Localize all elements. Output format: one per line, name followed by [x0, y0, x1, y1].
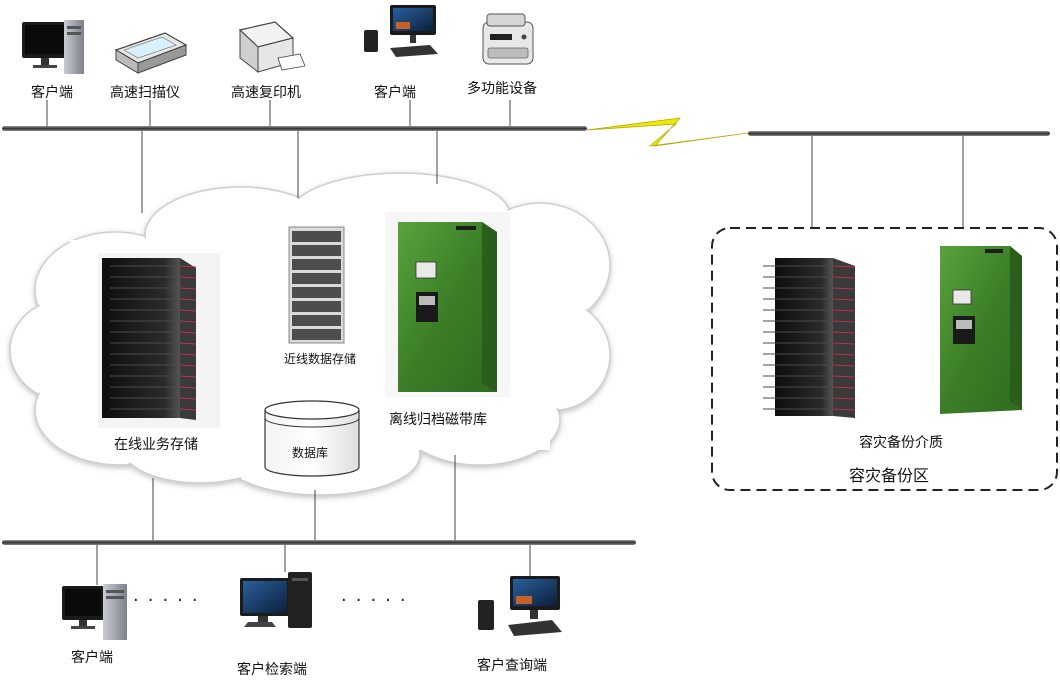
multifunction-printer-icon: [482, 13, 534, 65]
rack-unit-trim: [832, 408, 856, 411]
desktop-computer-icon: [22, 20, 84, 74]
rack-unit-trim: [832, 320, 856, 323]
ellipsis-separator: ·····: [133, 590, 207, 611]
rack-unit-trim: [179, 386, 197, 389]
rack-unit-trim: [179, 298, 197, 301]
retrieval-client-label: 客户检索端: [237, 662, 307, 678]
backup-tape-library-icon: [940, 246, 1022, 414]
bottom-device-connectors: [96, 545, 531, 585]
copier-icon: [238, 21, 306, 74]
rack-unit-trim: [179, 408, 197, 411]
desktop-computer-icon: [62, 584, 127, 640]
rack-unit-trim: [832, 397, 856, 400]
tape-library-label: 离线归档磁带库: [389, 412, 487, 428]
nearline-storage-icon: [288, 226, 345, 344]
backup-zone-label: 容灾备份区: [849, 466, 930, 485]
nearline-storage-label: 近线数据存储: [284, 352, 357, 366]
rack-unit-trim: [832, 364, 856, 367]
multifunction-label: 多功能设备: [467, 81, 537, 97]
rack-unit-trim: [179, 265, 197, 268]
top-network-bus: [2, 126, 587, 131]
rack-unit-trim: [832, 298, 856, 301]
storage-slot: [292, 245, 341, 256]
rack-unit-trim: [832, 386, 856, 389]
rack-unit-trim: [832, 375, 856, 378]
cloud-to-bottom-bus-connectors: [152, 455, 456, 541]
copier-label: 高速复印机: [231, 85, 301, 101]
bus-to-cloud-connectors: [141, 131, 438, 213]
rack-unit-trim: [832, 331, 856, 334]
scanner-icon: [114, 32, 188, 74]
rack-unit-trim: [179, 287, 197, 290]
bottom-client-label: 客户端: [71, 650, 113, 666]
online-storage-rack-icon: [98, 253, 220, 428]
backup-storage-rack-icon: [763, 258, 856, 418]
wan-link-bolt-icon: [586, 117, 749, 147]
workstation-icon: [240, 572, 312, 628]
top-client-label: 客户端: [31, 85, 73, 101]
storage-slot: [292, 287, 341, 298]
rack-unit-trim: [832, 353, 856, 356]
rack-unit-trim: [179, 309, 197, 312]
storage-slot: [292, 273, 341, 284]
backup-media-label: 容灾备份介质: [859, 435, 943, 451]
tape-library-icon: [385, 212, 510, 397]
rack-unit-trim: [179, 375, 197, 378]
storage-slot: [292, 231, 341, 242]
storage-slot: [292, 301, 341, 312]
storage-slot: [292, 259, 341, 270]
database-icon: [264, 400, 360, 477]
top-thin-client-label: 客户端: [374, 85, 416, 101]
rack-unit-trim: [832, 265, 856, 268]
rack-unit-trim: [179, 331, 197, 334]
storage-slot: [292, 329, 341, 340]
disaster-recovery-zone: [711, 227, 1058, 491]
database-label: 数据库: [292, 446, 329, 460]
online-storage-label: 在线业务存储: [114, 437, 198, 453]
rack-unit-trim: [179, 276, 197, 279]
rack-unit-trim: [832, 309, 856, 312]
rack-unit-trim: [179, 397, 197, 400]
rack-unit-trim: [179, 320, 197, 323]
rack-unit-trim: [179, 342, 197, 345]
rack-unit-trim: [832, 276, 856, 279]
top-device-connectors: [46, 100, 511, 128]
rack-unit-trim: [832, 287, 856, 290]
backup-network-bus: [748, 131, 1050, 136]
thin-client-icon: [478, 576, 562, 636]
bottom-network-bus: [2, 540, 636, 545]
storage-slot: [292, 315, 341, 326]
rack-unit-trim: [179, 353, 197, 356]
query-client-label: 客户查询端: [477, 658, 547, 674]
backup-connectors: [811, 136, 964, 228]
scanner-label: 高速扫描仪: [110, 85, 180, 101]
thin-client-icon: [364, 5, 438, 57]
rack-unit-trim: [832, 342, 856, 345]
rack-unit-trim: [179, 364, 197, 367]
ellipsis-separator: ·····: [341, 590, 415, 611]
